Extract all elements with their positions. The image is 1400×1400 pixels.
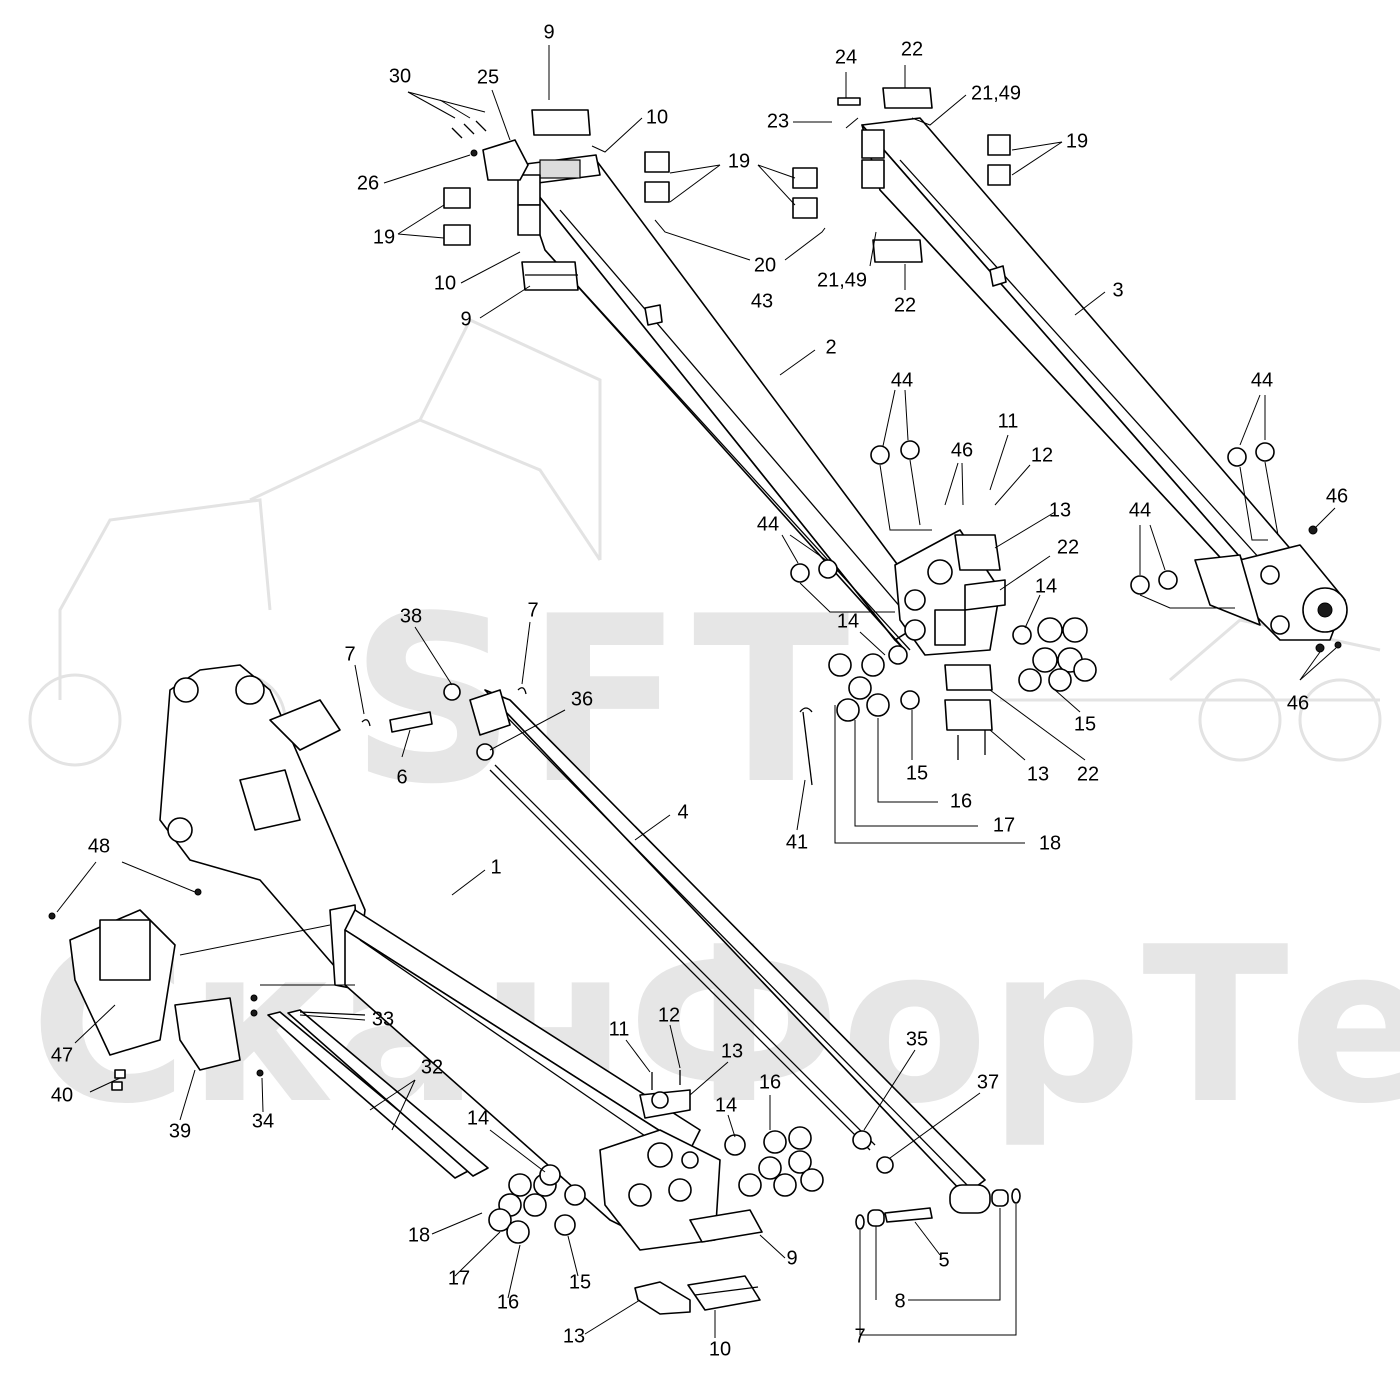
callout-17-a: 17 — [993, 814, 1015, 836]
callout-15-c: 15 — [569, 1271, 591, 1293]
callout-15-b: 15 — [906, 762, 928, 784]
callout-9-b: 9 — [786, 1247, 797, 1269]
callout-30: 30 — [389, 65, 411, 87]
callout-19-right: 19 — [1066, 130, 1088, 152]
callout-10-b: 10 — [709, 1338, 731, 1360]
callout-16-b: 16 — [759, 1071, 781, 1093]
callout-14-a: 14 — [837, 610, 859, 632]
callout-48: 48 — [88, 835, 110, 857]
callout-43: 43 — [751, 290, 773, 312]
boom-section-3 — [861, 117, 1348, 641]
callout-7-c: 7 — [854, 1325, 865, 1347]
callout-46-c: 46 — [1287, 692, 1309, 714]
roller-cluster-lower-left — [488, 1164, 586, 1244]
callout-46-a: 46 — [951, 439, 973, 461]
callout-22-mid: 22 — [894, 294, 916, 316]
callout-1: 1 — [490, 856, 501, 878]
callout-13-a: 13 — [1049, 499, 1071, 521]
callout-23: 23 — [767, 110, 789, 132]
small-parts — [48, 87, 1342, 1315]
callout-17-b: 17 — [448, 1267, 470, 1289]
callout-22-top: 22 — [901, 38, 923, 60]
callout-22-c: 22 — [1077, 763, 1099, 785]
watermark-excavator-outline — [28, 318, 1382, 767]
watermark: SFT СканФорТек — [28, 318, 1400, 1151]
callout-12-top: 12 — [1031, 444, 1053, 466]
callout-12-b: 12 — [658, 1004, 680, 1026]
roller-cluster-middle — [828, 645, 920, 722]
callout-10-top: 10 — [646, 106, 668, 128]
callout-37: 37 — [977, 1071, 999, 1093]
callout-24: 24 — [835, 46, 857, 68]
callout-21-49-mid: 21,49 — [817, 269, 867, 291]
callout-13-c: 13 — [721, 1040, 743, 1062]
callout-13-d: 13 — [563, 1325, 585, 1347]
roller-cluster-upper-right — [1012, 617, 1097, 692]
callout-10-left: 10 — [434, 272, 456, 294]
callout-3: 3 — [1112, 279, 1123, 301]
callout-15-a: 15 — [1074, 713, 1096, 735]
callout-35: 35 — [906, 1028, 928, 1050]
callout-36: 36 — [571, 688, 593, 710]
callout-26: 26 — [357, 172, 379, 194]
callout-18-a: 18 — [1039, 832, 1061, 854]
callout-47: 47 — [51, 1044, 73, 1066]
callout-39: 39 — [169, 1120, 191, 1142]
callout-14-c: 14 — [467, 1107, 489, 1129]
callout-13-b: 13 — [1027, 763, 1049, 785]
watermark-company-name: СканФорТек — [30, 900, 1400, 1151]
leader-lines — [56, 45, 1337, 1338]
callout-16-c: 16 — [497, 1291, 519, 1313]
callout-19-mid: 19 — [728, 150, 750, 172]
callout-18-b: 18 — [408, 1224, 430, 1246]
callout-7-b: 7 — [527, 599, 538, 621]
callout-46-b: 46 — [1326, 485, 1348, 507]
callout-34: 34 — [252, 1110, 274, 1132]
callout-11-b: 11 — [609, 1018, 630, 1040]
cylinder-4 — [443, 683, 991, 1214]
callout-14-b: 14 — [1035, 575, 1057, 597]
callout-5: 5 — [938, 1249, 949, 1271]
callout-33: 33 — [372, 1008, 394, 1030]
callout-labels: 9 30 25 10 26 19 10 9 19 20 43 24 23 22 … — [51, 21, 1348, 1360]
callout-8: 8 — [894, 1290, 905, 1312]
callout-7-a: 7 — [344, 643, 355, 665]
callout-22-b: 22 — [1057, 536, 1079, 558]
callout-25: 25 — [477, 66, 499, 88]
callout-38: 38 — [400, 605, 422, 627]
callout-9-top: 9 — [543, 21, 554, 43]
callout-19-left: 19 — [373, 226, 395, 248]
callout-2: 2 — [825, 336, 836, 358]
roller-cluster-lower-right — [724, 1126, 824, 1197]
callout-21-49-top: 21,49 — [971, 82, 1021, 104]
callout-40: 40 — [51, 1084, 73, 1106]
callout-20: 20 — [754, 254, 776, 276]
callout-41: 41 — [786, 831, 808, 853]
callout-11-top: 11 — [998, 410, 1019, 432]
callout-14-d: 14 — [715, 1094, 737, 1116]
callout-16-a: 16 — [950, 790, 972, 812]
callout-6: 6 — [396, 766, 407, 788]
callout-44-c: 44 — [1251, 369, 1273, 391]
callout-4: 4 — [677, 801, 688, 823]
callout-44-a: 44 — [891, 369, 913, 391]
callout-32: 32 — [421, 1056, 443, 1078]
callout-44-b: 44 — [757, 513, 779, 535]
callout-44-d: 44 — [1129, 499, 1151, 521]
mount-44-group — [790, 440, 1275, 595]
boom-section-1 — [159, 664, 721, 1251]
callout-9-left: 9 — [460, 308, 471, 330]
